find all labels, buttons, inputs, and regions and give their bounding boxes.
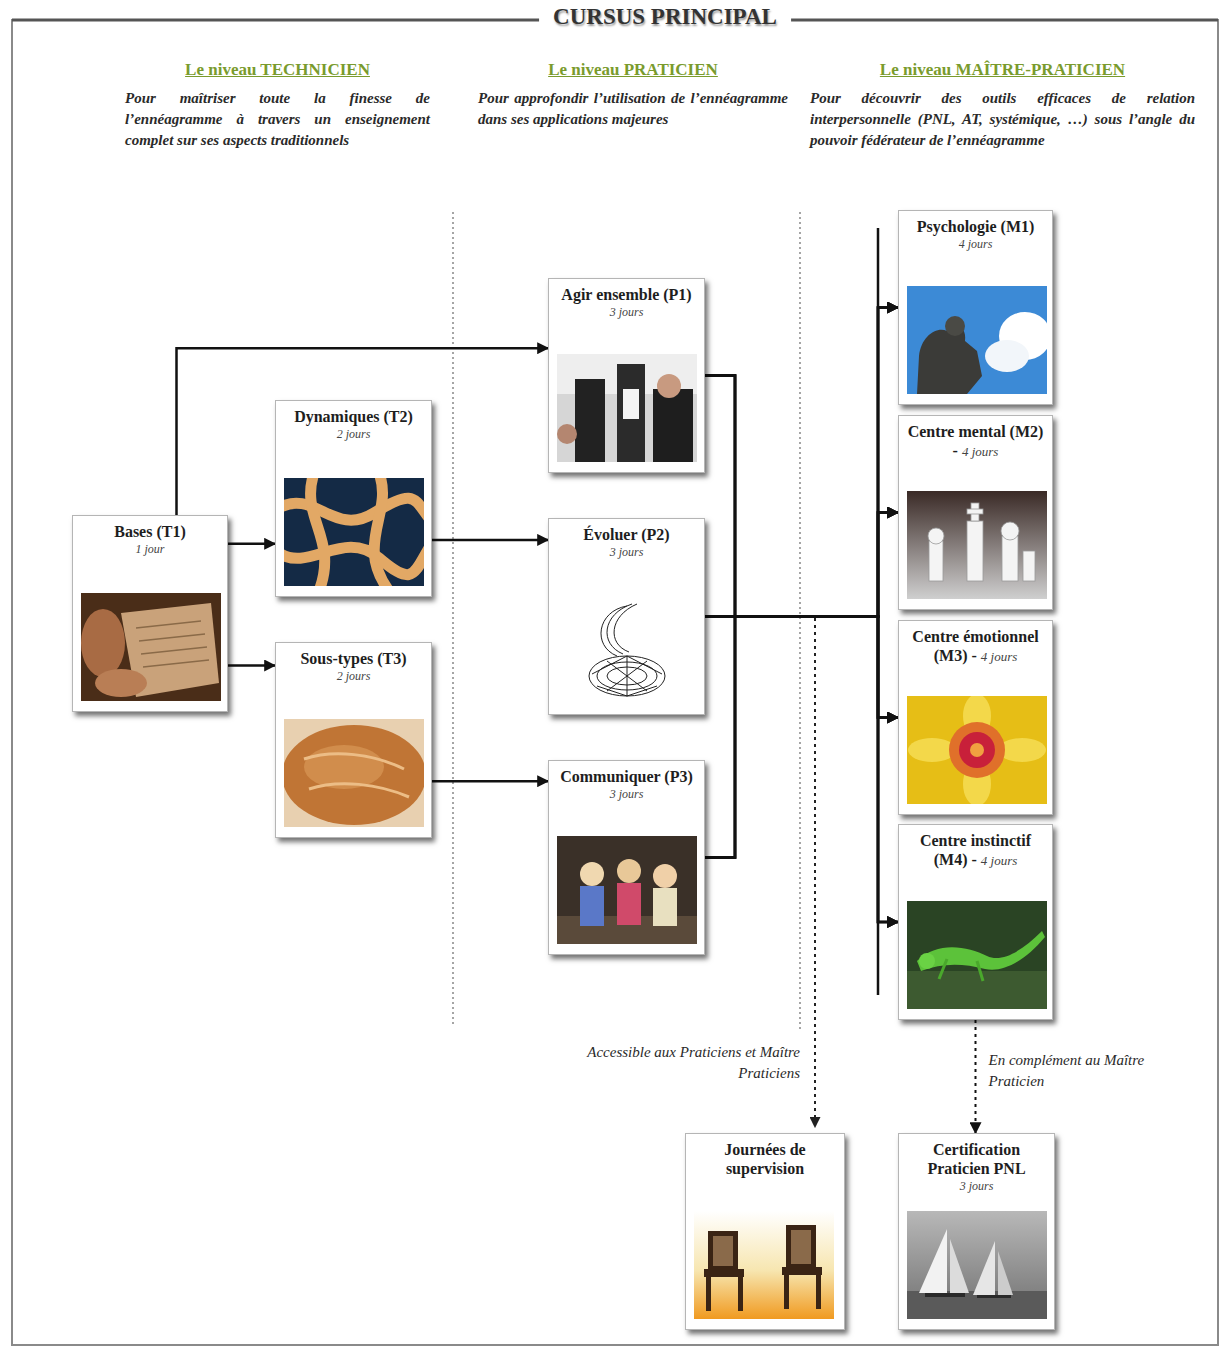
flow-arrow [705, 513, 898, 617]
course-box: Dynamiques (T2)2 jours [275, 400, 432, 597]
course-title: Agir ensemble (P1) [555, 285, 698, 304]
dotted-arrow [975, 1020, 977, 1133]
course-title: Évoluer (P2) [555, 525, 698, 544]
level-heading: Le niveau MAÎTRE-PRATICIEN [810, 60, 1195, 80]
course-duration: 1 jour [79, 541, 221, 557]
photo-flower [907, 696, 1047, 804]
course-duration: 2 jours [282, 426, 425, 442]
course-box: Agir ensemble (P1)3 jours [548, 278, 705, 473]
level-description: Pour maîtriser toute la finesse de l’enn… [125, 88, 430, 151]
edge-label: En complément au Maître Praticien [986, 1049, 1177, 1093]
box-text: Agir ensemble (P1)3 jours [549, 279, 704, 320]
box-text: Sous-types (T3)2 jours [276, 643, 431, 684]
photo-sailboats [907, 1211, 1047, 1319]
photo-lizard [907, 901, 1047, 1009]
flow-arrow [228, 543, 275, 546]
box-text: Communiquer (P3)3 jours [549, 761, 704, 802]
outer-frame [12, 20, 1218, 1345]
course-duration: 3 jours [555, 786, 698, 802]
course-box: Communiquer (P3)3 jours [548, 760, 705, 955]
column-separator [452, 212, 454, 1025]
photo-people [557, 354, 697, 462]
flow-arrow [432, 539, 548, 542]
photo-bread [284, 719, 424, 827]
photo-statue [907, 286, 1047, 394]
course-box: Centre instinctif (M4) -4 jours [898, 824, 1053, 1020]
course-title: Certification Praticien PNL [905, 1140, 1048, 1178]
level-heading: Le niveau PRATICIEN [478, 60, 788, 80]
box-text: Journées de supervision [686, 1134, 844, 1178]
diagram-title: CURSUS PRINCIPAL [539, 4, 791, 30]
level-heading: Le niveau TECHNICIEN [125, 60, 430, 80]
course-box: Certification Praticien PNL3 jours [898, 1133, 1055, 1330]
box-text: Dynamiques (T2)2 jours [276, 401, 431, 442]
course-title: Communiquer (P3) [555, 767, 698, 786]
box-text: Centre instinctif (M4) -4 jours [899, 825, 1052, 869]
course-duration: 3 jours [555, 544, 698, 560]
photo-weave [284, 478, 424, 586]
box-text: Psychologie (M1)4 jours [899, 211, 1052, 252]
flow-arrow [705, 376, 898, 923]
box-text: Centre émotionnel (M3) -4 jours [899, 621, 1052, 665]
level-description: Pour découvrir des outils efficaces de r… [810, 88, 1195, 151]
flow-arrow [705, 308, 898, 617]
course-title: Dynamiques (T2) [282, 407, 425, 426]
dotted-arrow [814, 618, 816, 1127]
column-separator [799, 212, 801, 1030]
course-box: Évoluer (P2)3 jours [548, 518, 705, 715]
course-duration: 3 jours [555, 304, 698, 320]
course-box: Centre émotionnel (M3) -4 jours [898, 620, 1053, 815]
course-duration: 4 jours [981, 649, 1017, 664]
course-title: Centre émotionnel (M3) - [912, 628, 1038, 664]
course-box: Bases (T1)1 jour [72, 515, 228, 712]
wireframe-figure [557, 596, 697, 704]
course-box: Psychologie (M1)4 jours [898, 210, 1053, 405]
flow-arrow [705, 617, 898, 923]
photo-parchment [81, 593, 221, 701]
course-duration: 3 jours [905, 1178, 1048, 1194]
flow-arrow [705, 617, 898, 923]
course-title: Sous-types (T3) [282, 649, 425, 668]
box-text: Évoluer (P2)3 jours [549, 519, 704, 560]
course-duration: 4 jours [981, 853, 1017, 868]
photo-chairs [694, 1211, 834, 1319]
photo-chess [907, 491, 1047, 599]
course-box: Journées de supervision [685, 1133, 845, 1330]
course-title: Bases (T1) [79, 522, 221, 541]
box-text: Centre mental (M2) -4 jours [899, 416, 1052, 460]
box-text: Bases (T1)1 jour [73, 516, 227, 557]
course-box: Centre mental (M2) -4 jours [898, 415, 1053, 610]
course-box: Sous-types (T3)2 jours [275, 642, 432, 838]
flow-arrow [432, 780, 548, 783]
box-text: Certification Praticien PNL3 jours [899, 1134, 1054, 1194]
level-description: Pour approfondir l’utilisation de l’enné… [478, 88, 788, 130]
course-duration: 4 jours [905, 236, 1046, 252]
course-duration: 2 jours [282, 668, 425, 684]
note-text: Accessible aux Praticiens et Maître Prat… [545, 1042, 800, 1084]
course-duration: 4 jours [962, 444, 998, 459]
course-title: Journées de supervision [692, 1140, 838, 1178]
flow-arrow [228, 664, 275, 667]
course-title: Psychologie (M1) [905, 217, 1046, 236]
photo-children [557, 836, 697, 944]
